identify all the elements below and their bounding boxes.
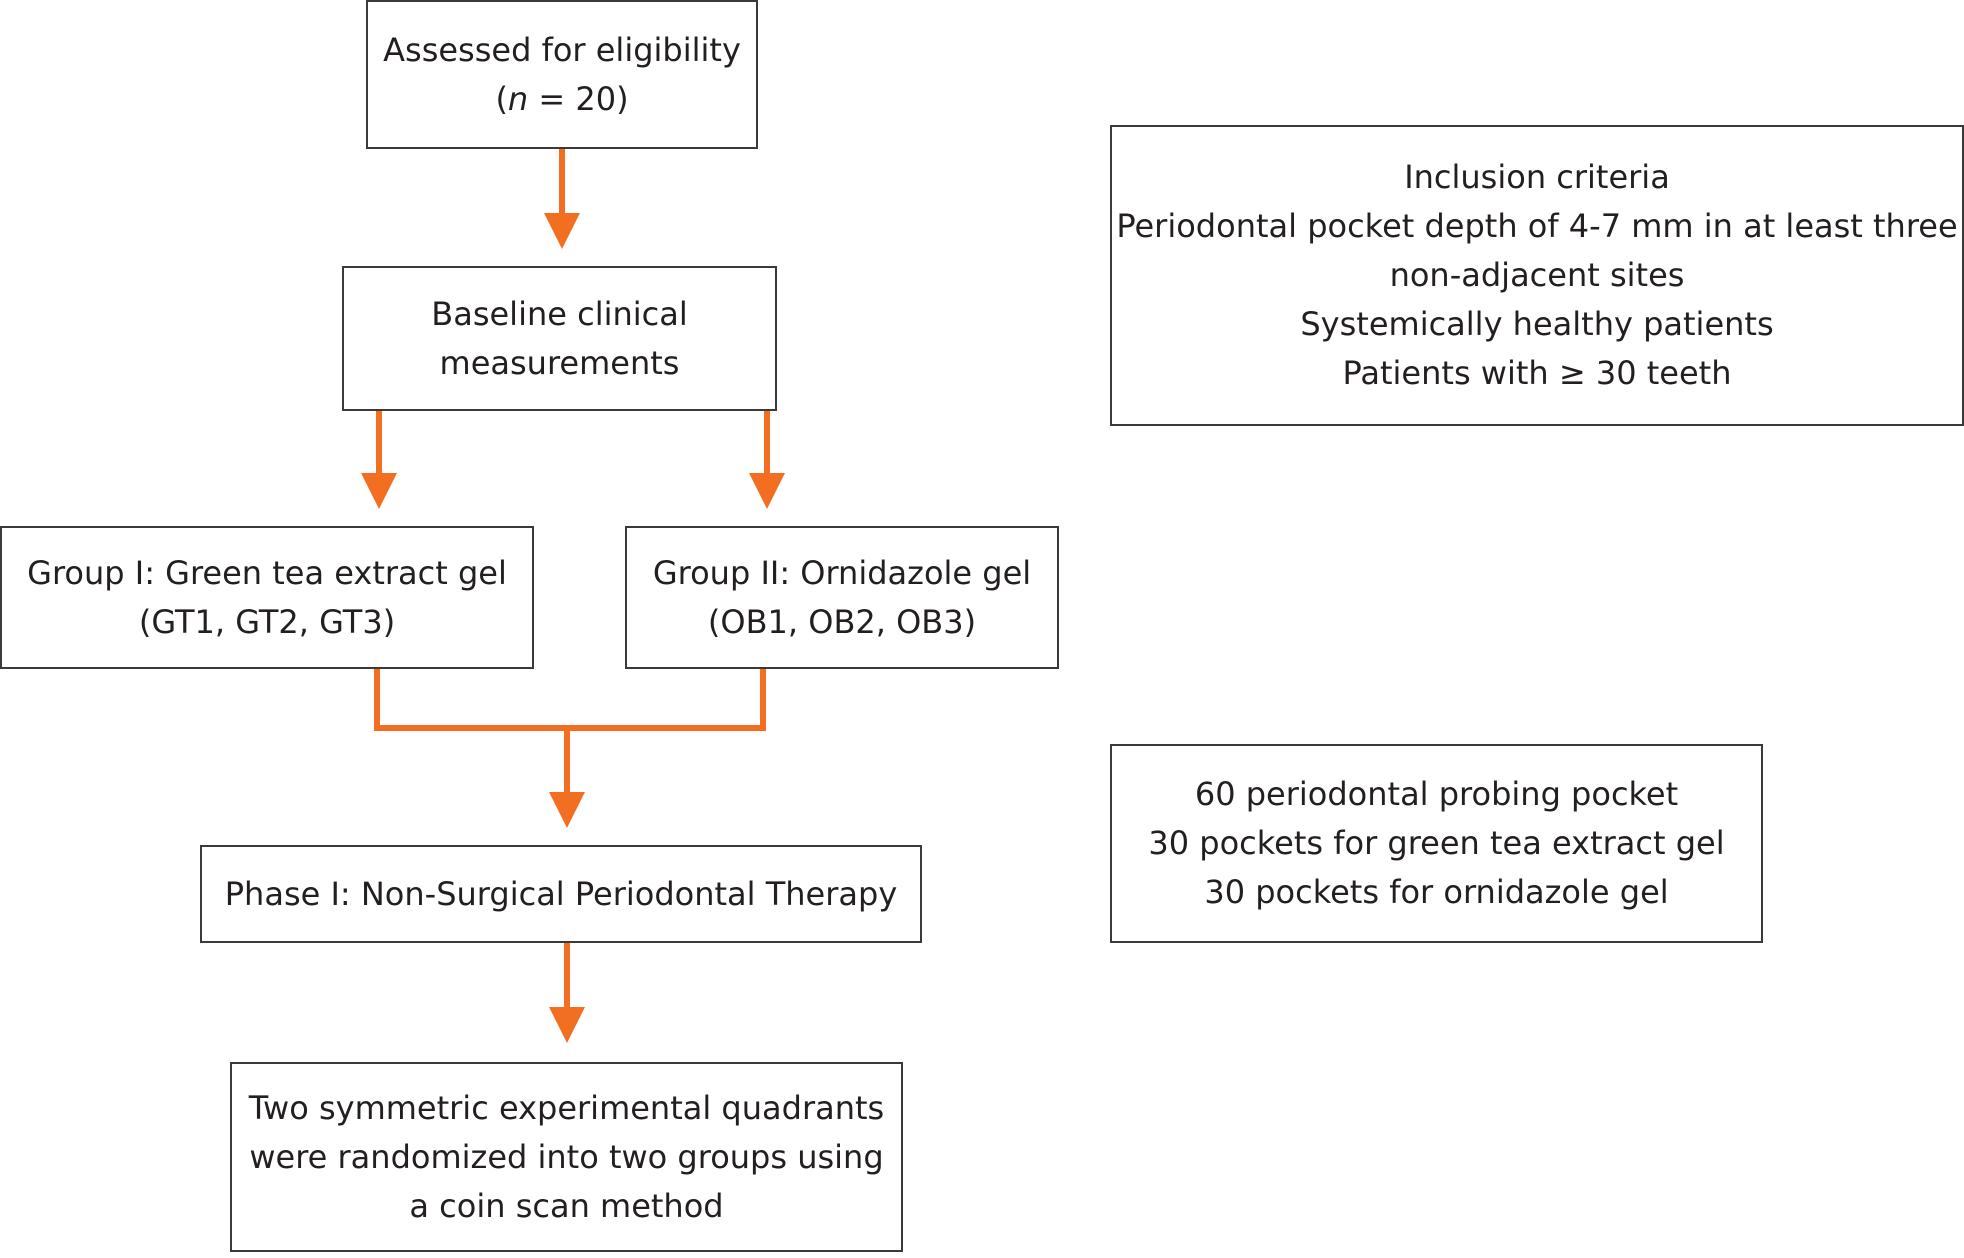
randomization-box: Two symmetric experimental quadrants wer… [230, 1062, 903, 1252]
phase1-box: Phase I: Non-Surgical Periodontal Therap… [200, 845, 922, 943]
eligibility-count-open: ( [495, 79, 508, 118]
group2-line2: (OB1, OB2, OB3) [707, 602, 977, 641]
group1-line1: Group I: Green tea extract gel [27, 553, 507, 592]
pockets-line3: 30 pockets for ornidazole gel [1204, 873, 1669, 911]
eligibility-label: Assessed for eligibility [383, 30, 741, 69]
inclusion-criteria-box: Inclusion criteria Periodontal pocket de… [1110, 125, 1964, 426]
eligibility-box: Assessed for eligibility (n = 20) [366, 0, 758, 149]
inclusion-title: Inclusion criteria [1404, 158, 1670, 196]
pockets-line1: 60 periodontal probing pocket [1194, 775, 1679, 813]
merge-groups-connector [374, 669, 766, 731]
pockets-box: 60 periodontal probing pocket 30 pockets… [1110, 744, 1763, 943]
inclusion-line2: non-adjacent sites [1389, 256, 1685, 294]
eligibility-count-value: = 20) [528, 79, 629, 118]
group2-box: Group II: Ornidazole gel (OB1, OB2, OB3) [625, 526, 1059, 669]
randomization-line3: a coin scan method [409, 1186, 724, 1225]
group1-box: Group I: Green tea extract gel (GT1, GT2… [0, 526, 534, 669]
inclusion-line4: Patients with ≥ 30 teeth [1342, 354, 1732, 392]
inclusion-line1: Periodontal pocket depth of 4-7 mm in at… [1116, 207, 1958, 245]
eligibility-count: (n = 20) [495, 75, 628, 124]
inclusion-line3: Systemically healthy patients [1300, 305, 1774, 343]
pockets-line2: 30 pockets for green tea extract gel [1148, 824, 1725, 862]
baseline-line1: Baseline clinical [431, 294, 688, 333]
group2-line1: Group II: Ornidazole gel [652, 553, 1032, 592]
eligibility-count-symbol: n [507, 79, 529, 118]
randomization-line2: were randomized into two groups using [249, 1137, 884, 1176]
baseline-line2: measurements [439, 343, 680, 382]
randomization-line1: Two symmetric experimental quadrants [248, 1088, 885, 1127]
phase1-label: Phase I: Non-Surgical Periodontal Therap… [224, 874, 898, 913]
group1-line2: (GT1, GT2, GT3) [138, 602, 396, 641]
baseline-box: Baseline clinical measurements [342, 266, 777, 411]
